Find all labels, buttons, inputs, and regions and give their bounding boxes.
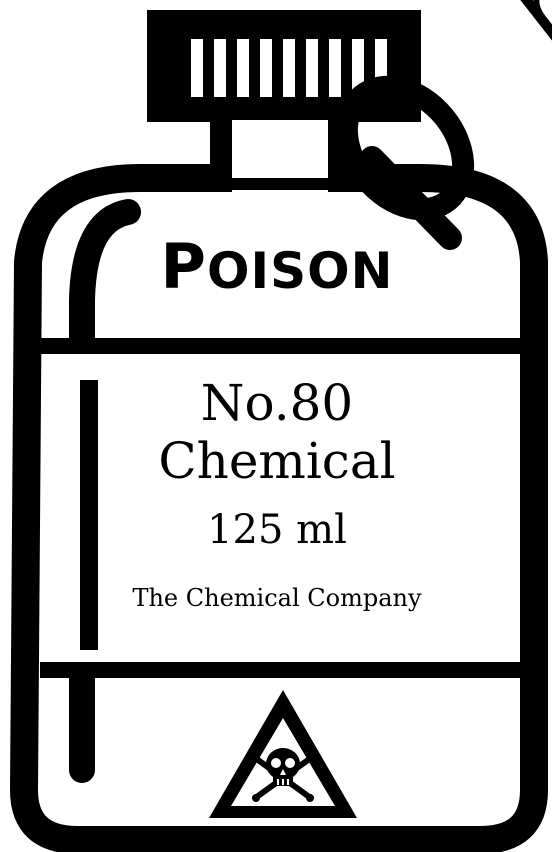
bottle-cap xyxy=(147,10,421,122)
cap-ridge xyxy=(237,39,249,97)
cap-ridge xyxy=(329,39,341,97)
poison-warning-title: POISON xyxy=(52,236,502,298)
skull-and-crossbones-icon xyxy=(252,748,314,802)
product-number: No.80 xyxy=(200,374,354,432)
product-name: Chemical xyxy=(158,432,396,490)
cap-ridge xyxy=(306,39,318,97)
label-panel xyxy=(40,338,520,678)
bottle-neck xyxy=(210,120,350,190)
hazard-triangle-icon xyxy=(209,690,357,818)
overlapping-ring-decoration xyxy=(335,75,475,250)
poison-title-rest: OISON xyxy=(206,242,394,300)
cap-ridge xyxy=(283,39,295,97)
bottle-outline xyxy=(10,164,548,852)
poison-title-first-letter: P xyxy=(160,230,207,303)
cap-ridge xyxy=(260,39,272,97)
label-side-bar xyxy=(80,380,98,650)
cap-ridge xyxy=(352,39,364,97)
product-volume: 125 ml xyxy=(207,507,347,553)
cap-ridge xyxy=(191,39,203,97)
cap-ridge xyxy=(214,39,226,97)
company-name: The Chemical Company xyxy=(132,584,422,612)
glass-highlight xyxy=(69,199,141,783)
